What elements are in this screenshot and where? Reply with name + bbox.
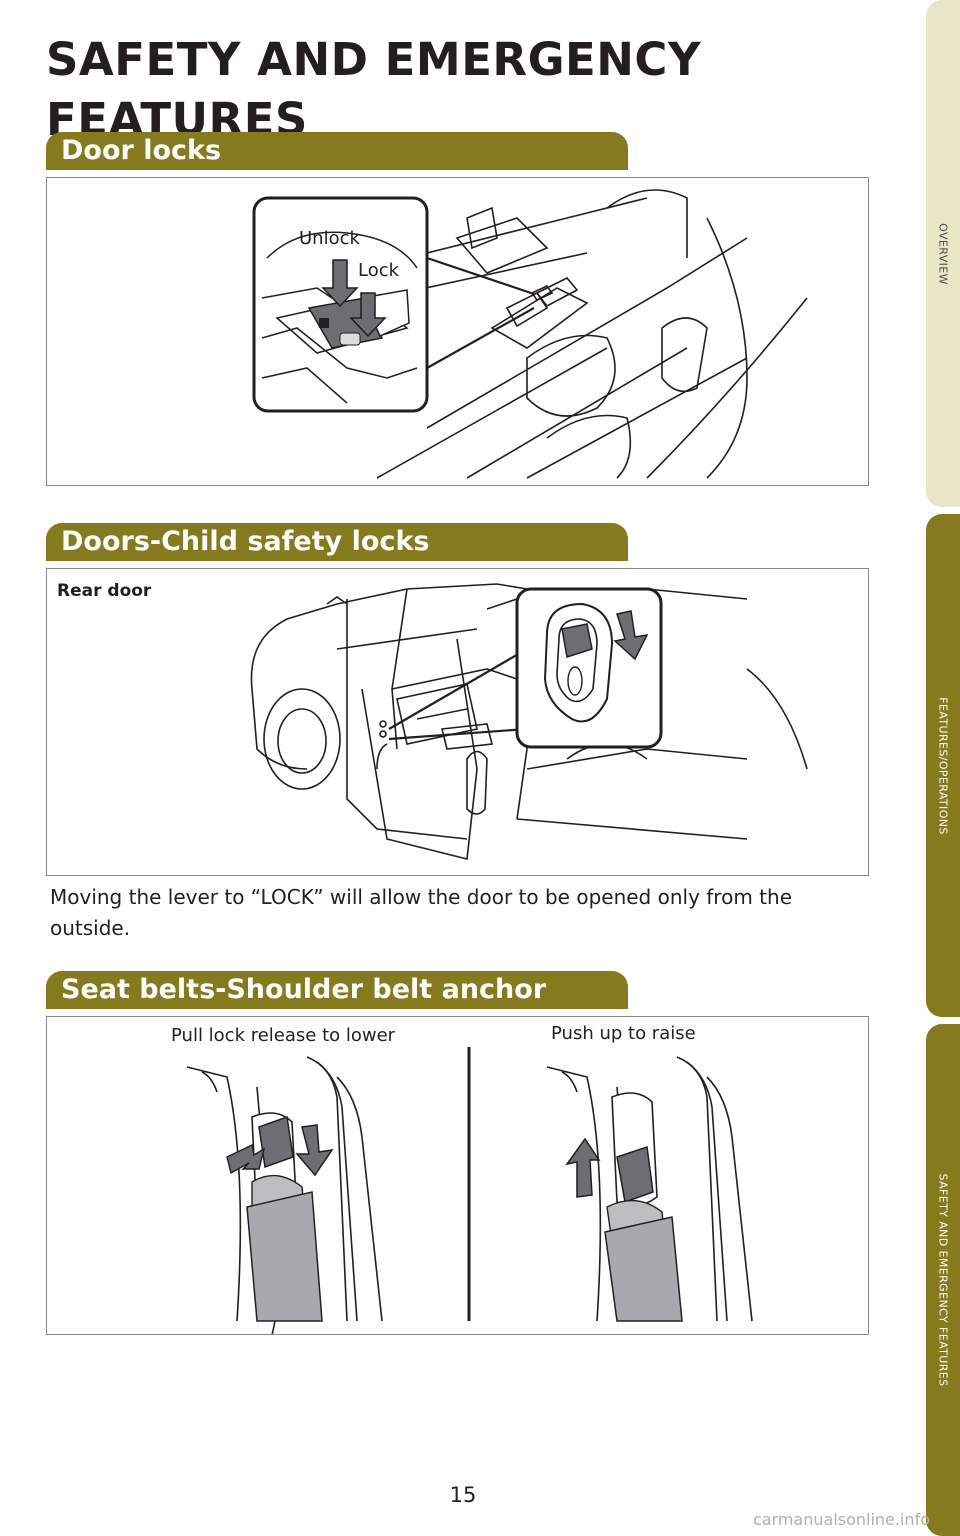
side-tab-overview[interactable]: OVERVIEW	[926, 0, 960, 507]
shoulder-belt-anchor-illustration: Pull lock release to lower Push up to ra…	[46, 1016, 869, 1335]
page-number: 15	[449, 1483, 477, 1507]
side-tab-features-operations-label: FEATURES/OPERATIONS	[936, 696, 950, 835]
child-lock-drawing	[250, 583, 808, 860]
child-safety-locks-illustration: Rear door	[46, 568, 869, 876]
rear-door-label: Rear door	[57, 581, 152, 601]
section-header-child-safety-locks: Doors-Child safety locks	[46, 523, 628, 561]
side-tab-features-operations[interactable]: FEATURES/OPERATIONS	[926, 514, 960, 1017]
page-title: SAFETY AND EMERGENCY FEATURES	[46, 33, 702, 146]
unlock-label: Unlock	[299, 228, 360, 249]
side-tab-overview-label: OVERVIEW	[936, 222, 950, 285]
belt-anchor-drawing	[186, 1047, 753, 1334]
lock-label: Lock	[358, 260, 400, 281]
door-locks-drawing	[252, 189, 808, 479]
lower-instruction-label: Pull lock release to lower	[171, 1025, 396, 1046]
section-header-shoulder-belt-anchor: Seat belts-Shoulder belt anchor	[46, 971, 628, 1009]
watermark: carmanualsonline.info	[752, 1510, 930, 1529]
child-lock-description: Moving the lever to “LOCK” will allow th…	[50, 885, 792, 940]
door-locks-illustration: Unlock Lock	[46, 177, 869, 486]
side-tab-safety-emergency-label: SAFETY AND EMERGENCY FEATURES	[936, 1173, 950, 1387]
raise-instruction-label: Push up to raise	[551, 1023, 696, 1044]
side-tab-safety-emergency[interactable]: SAFETY AND EMERGENCY FEATURES	[926, 1024, 960, 1536]
section-header-door-locks: Door locks	[46, 132, 628, 170]
